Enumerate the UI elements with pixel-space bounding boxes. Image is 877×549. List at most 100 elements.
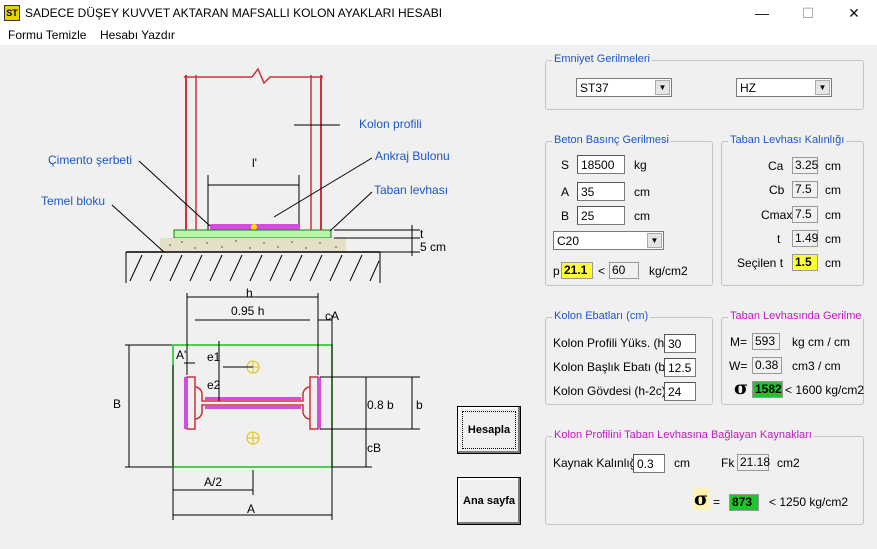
gerilme-title: Taban Levhasında Gerilme (728, 310, 864, 322)
Cmax-label: Cmax (761, 208, 793, 222)
S-input[interactable]: 18500 (577, 155, 625, 174)
load-value: HZ (740, 81, 756, 95)
chevron-down-icon[interactable]: ▼ (647, 233, 662, 248)
kolon-group: Kolon Ebatları (cm) (545, 310, 713, 405)
steel-value: ST37 (580, 81, 609, 95)
ana-sayfa-button[interactable]: Ana sayfa (457, 477, 521, 525)
Ca-value: 3.25 (792, 157, 818, 174)
fk-unit: cm2 (777, 456, 800, 470)
dim-08b: 0.8 b (367, 398, 394, 412)
sigma-icon: σ (734, 377, 749, 399)
menu-hesabi-yazdir[interactable]: Hesabı Yazdır (100, 28, 175, 42)
sigma-plate-limit: < 1600 kg/cm2 (785, 383, 865, 397)
concrete-select[interactable]: C20 ▼ (553, 231, 664, 250)
hesapla-button[interactable]: Hesapla (457, 406, 521, 454)
column-elevation (184, 67, 323, 230)
weld-mark (251, 224, 257, 230)
A-input[interactable]: 35 (577, 182, 625, 201)
sigma-plate-value: 1582 (752, 381, 783, 398)
load-select[interactable]: HZ ▼ (736, 78, 832, 97)
secilen-unit: cm (825, 256, 841, 270)
Cb-value: 7.5 (792, 181, 818, 198)
emniyet-group: Emniyet Gerilmeleri (545, 53, 864, 110)
dim-t: t (420, 227, 424, 241)
dim-b: b (416, 398, 423, 412)
p-unit: kg/cm2 (649, 264, 688, 278)
close-button[interactable]: ✕ (848, 5, 860, 21)
fk-label: Fk (721, 456, 735, 470)
W-label: W= (729, 359, 748, 373)
sigma-weld-value: 873 (729, 494, 759, 511)
concrete-value: C20 (557, 234, 580, 248)
W-value: 0.38 (752, 357, 782, 374)
kaynak-kalinlik-input[interactable]: 0.3 (633, 454, 665, 473)
kolon-b-input[interactable]: 12.5 (664, 358, 696, 377)
kolon-b-label: Kolon Başlık Ebatı (b) (553, 360, 670, 374)
anchor-holes (246, 360, 260, 445)
secilen-label: Seçilen t (737, 256, 784, 270)
kaynak-group: Kolon Profilini Taban Levhasına Bağlayan… (545, 429, 864, 525)
chevron-down-icon[interactable]: ▼ (815, 80, 830, 95)
kolon-govde-label: Kolon Gövdesi (h-2c) (553, 384, 666, 398)
menu-formu-temizle[interactable]: Formu Temizle (8, 28, 87, 42)
temel-bloku-grout (160, 238, 346, 252)
fk-value: 21.18 (737, 454, 770, 471)
window-title: SADECE DÜŞEY KUVVET AKTARAN MAFSALLI KOL… (25, 6, 443, 20)
A-unit: cm (634, 185, 650, 199)
label-cimento-serbeti: Çimento şerbeti (48, 153, 132, 167)
kolon-ayagi-drawing: t 5 cm l' Kolon profili Ankraj Bulonu Çi… (41, 67, 450, 520)
maximize-button[interactable]: ☐ (801, 5, 815, 21)
label-taban-levhasi: Taban levhası (374, 183, 448, 197)
S-label: S (561, 158, 570, 172)
menu-bar (0, 26, 877, 45)
title-bar[interactable] (0, 0, 877, 26)
grout-texture (169, 240, 337, 249)
B-input[interactable]: 25 (577, 206, 625, 225)
minimize-button[interactable]: — (755, 5, 769, 21)
dim-B: B (113, 397, 121, 411)
taban-title: Taban Levhası Kalınlığı (728, 134, 847, 146)
leader-lines (111, 124, 373, 253)
B-label: B (561, 209, 570, 223)
dim-e1: e1 (207, 350, 221, 364)
dim-A-half: A/2 (204, 475, 222, 489)
plan-dimensions (125, 293, 420, 520)
M-value: 593 (752, 333, 780, 350)
label-kolon-profili: Kolon profili (359, 117, 422, 131)
dim-l-prime: l' (252, 156, 257, 170)
kaynak-eq: = (713, 495, 721, 509)
app-icon: ST (4, 5, 20, 21)
dim-h: h (246, 286, 253, 300)
weld-plan (184, 377, 321, 429)
Cmax-value: 7.5 (792, 206, 818, 223)
kaynak-title: Kolon Profilini Taban Levhasına Bağlayan… (552, 429, 814, 441)
kaynak-kalinlik-unit: cm (674, 456, 690, 470)
dim-095h: 0.95 h (231, 304, 264, 318)
dim-cA: cA (325, 309, 339, 323)
beton-title: Beton Basınç Gerilmesi (552, 134, 671, 146)
kolon-h-input[interactable]: 30 (664, 334, 696, 353)
Cmax-unit: cm (825, 208, 841, 222)
A-label: A (561, 185, 570, 199)
t-value: 1.49 (792, 230, 818, 247)
p-value: 21.1 (561, 262, 593, 279)
sigma-weld-limit: < 1250 kg/cm2 (769, 495, 849, 509)
dim-e2: e2 (207, 378, 221, 392)
Cb-unit: cm (825, 183, 841, 197)
ground-hatch (129, 254, 380, 282)
thickness-dimension (334, 225, 420, 256)
label-temel-bloku: Temel bloku (41, 194, 105, 208)
t-unit: cm (825, 232, 841, 246)
dim-cB: cB (367, 441, 381, 455)
kaynak-kalinlik-label: Kaynak Kalınlığı (553, 456, 640, 470)
B-unit: cm (634, 209, 650, 223)
secilen-value: 1.5 (792, 254, 818, 271)
p-lt: < (598, 264, 606, 278)
kolon-govde-input[interactable]: 24 (664, 382, 696, 401)
steel-select[interactable]: ST37 ▼ (576, 78, 672, 97)
dim-A-prime: A' (176, 348, 186, 362)
taban-group: Taban Levhası Kalınlığı (721, 134, 864, 286)
chevron-down-icon[interactable]: ▼ (655, 80, 670, 95)
t-label: t (777, 232, 781, 246)
M-unit: kg cm / cm (792, 335, 851, 349)
